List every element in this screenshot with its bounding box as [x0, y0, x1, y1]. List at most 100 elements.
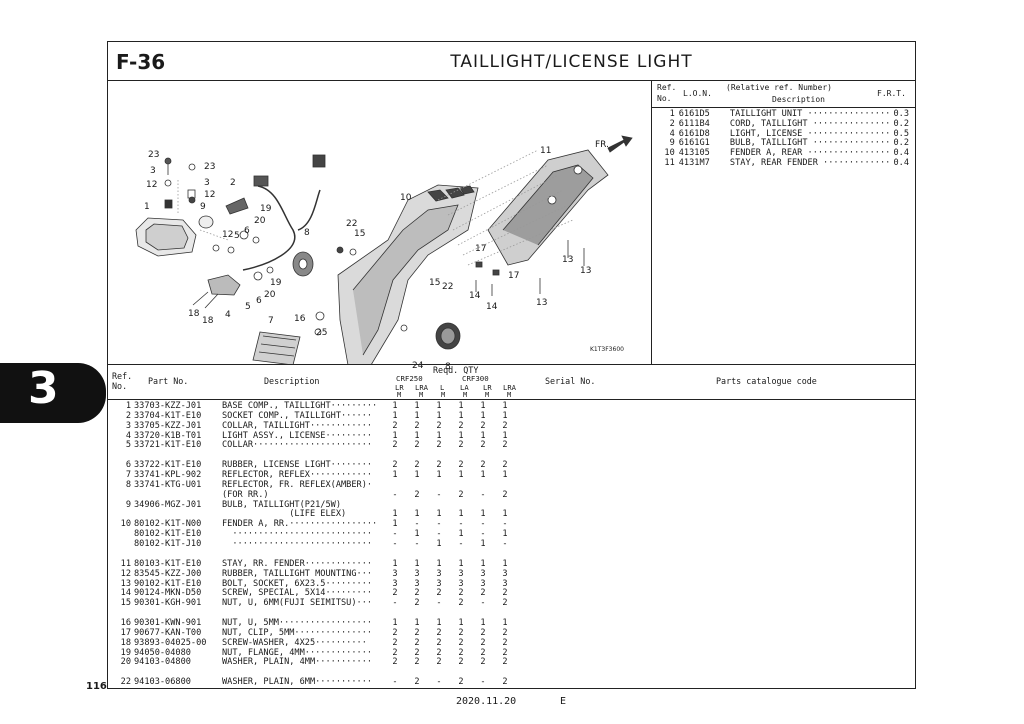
callout: 15 [429, 278, 441, 288]
col-header-qty: Reqd. QTY [433, 365, 479, 375]
callout: 6 [244, 226, 250, 236]
callout: 10 [400, 193, 412, 203]
callout: 9 [200, 202, 206, 212]
lon-header-description: Description [772, 95, 825, 104]
callout: 16 [294, 314, 306, 324]
callout: 22 [346, 219, 358, 229]
model-la: LA [460, 383, 469, 392]
lon-header-no: No. [657, 94, 672, 103]
model-lra: LRA [415, 383, 428, 392]
callout: 17 [475, 244, 487, 254]
callout: 11 [540, 146, 552, 156]
callout: 6 [256, 296, 262, 306]
model-lra2: LRA [503, 383, 516, 392]
col-header-crf300: CRF300 [462, 374, 489, 383]
page-header: F-36 TAILLIGHT/LICENSE LIGHT [108, 42, 915, 81]
lon-header-ref: Ref. [657, 83, 677, 92]
callout: 8 [445, 362, 451, 372]
callout: 25 [316, 328, 328, 338]
callout: 18 [188, 309, 200, 319]
model-m: M [485, 391, 490, 399]
callout: 17 [508, 271, 520, 281]
table-row: 80102-K1T-E10 ··························… [134, 529, 508, 540]
callout: 2 [230, 178, 236, 188]
callout: 7 [268, 316, 274, 326]
model-m: M [419, 391, 424, 399]
callout: 5 [245, 302, 251, 312]
callout: 20 [254, 216, 266, 226]
callout: 20 [264, 290, 276, 300]
lon-table: Ref. No. L.O.N. (Relative ref. Number) D… [651, 80, 915, 364]
figure-number: F-36 [116, 50, 166, 74]
model-m: M [397, 391, 402, 399]
model-l: L [440, 383, 445, 392]
footer-edition: E [560, 696, 567, 707]
page-title: TAILLIGHT/LICENSE LIGHT [450, 52, 693, 72]
arrow-label: FR. [595, 140, 609, 150]
callout: 18 [202, 316, 214, 326]
callout: 12 [204, 190, 216, 200]
lon-header-frt: F.R.T. [877, 89, 906, 98]
diagram-code: K1T3F3600 [590, 346, 624, 353]
callout: 8 [304, 228, 310, 238]
exploded-diagram: FR. K1T3F3600 23 23 3 3 12 12 1 2 9 12 1… [108, 80, 652, 372]
callout: 14 [486, 302, 498, 312]
callout: 22 [442, 282, 454, 292]
callout: 4 [225, 310, 231, 320]
page-frame: F-36 TAILLIGHT/LICENSE LIGHT [107, 41, 916, 689]
callout: 23 [148, 150, 160, 160]
callout: 12 [222, 230, 234, 240]
callout: 19 [270, 278, 282, 288]
col-header-catalogue: Parts catalogue code [716, 376, 817, 386]
table-row: 80102-K1T-J10 ··························… [134, 538, 508, 549]
callout: 14 [469, 291, 481, 301]
diagram-drawing [135, 135, 633, 364]
table-row: (FOR RR.)-2-2-2 [222, 489, 508, 500]
col-header-crf250: CRF250 [396, 374, 423, 383]
col-header-part-no: Part No. [148, 376, 189, 386]
model-m: M [507, 391, 512, 399]
model-m: M [441, 391, 446, 399]
callout: 3 [204, 178, 210, 188]
section-tab: 3 [0, 363, 106, 423]
callout: 5 [234, 231, 240, 241]
col-header-description: Description [264, 376, 320, 386]
callout: 15 [354, 229, 366, 239]
col-header-serial: Serial No. [545, 376, 596, 386]
callout: 13 [580, 266, 592, 276]
callout: 13 [562, 255, 574, 265]
callout: 1 [144, 202, 150, 212]
parts-table: Ref. No. Part No. Description Reqd. QTY … [108, 364, 915, 688]
footer-date: 2020.11.20 [456, 696, 517, 707]
callout: 13 [536, 298, 548, 308]
page-number: 116 [86, 681, 107, 692]
